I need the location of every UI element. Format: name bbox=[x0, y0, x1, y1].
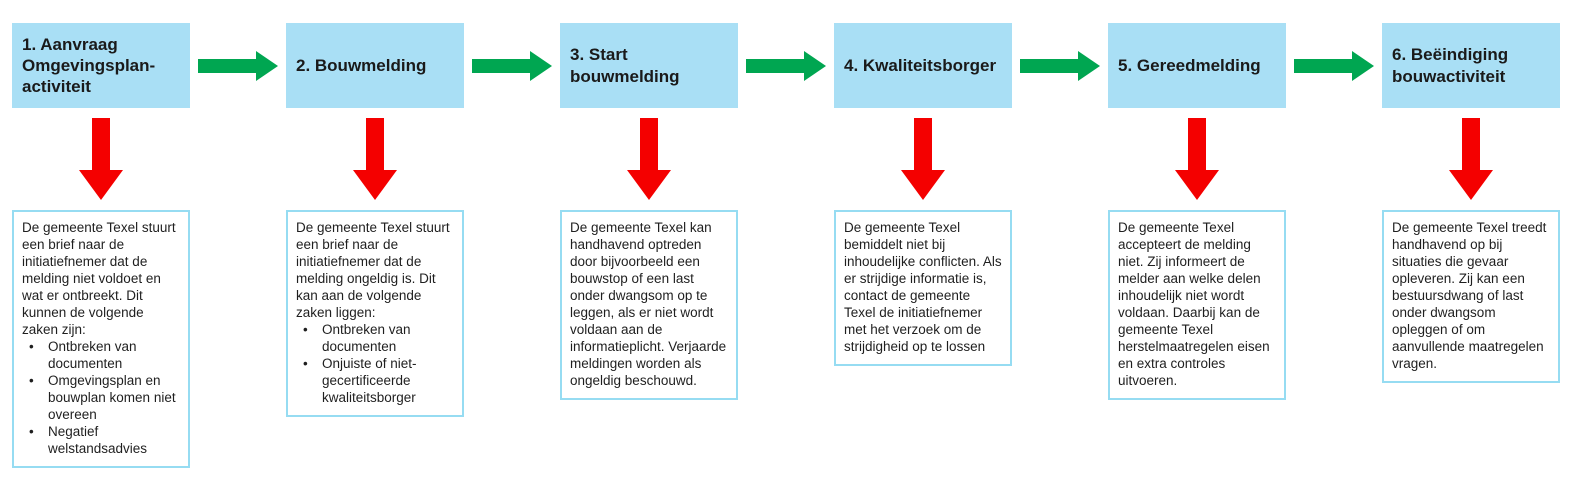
bullet-list: Ontbreken van documenten Onjuiste of nie… bbox=[296, 321, 454, 406]
step-header-label: 6. Beëindiging bouwactiviteit bbox=[1392, 45, 1509, 86]
step-description: De gemeente Texel accepteert de melding … bbox=[1118, 220, 1270, 388]
step-description: De gemeente Texel bemiddelt niet bij inh… bbox=[844, 220, 1002, 354]
step-header-4: 4. Kwaliteitsborger bbox=[834, 23, 1012, 108]
step-column-4: 4. Kwaliteitsborger De gemeente Texel be… bbox=[834, 23, 1012, 366]
step-column-3: 3. Start bouwmelding De gemeente Texel k… bbox=[560, 23, 738, 400]
green-right-arrow-icon bbox=[738, 23, 834, 108]
step-column-1: 1. Aanvraag Omgevingsplan-activiteit De … bbox=[12, 23, 190, 468]
green-right-arrow-icon bbox=[190, 23, 286, 108]
red-down-arrow-icon bbox=[834, 108, 1012, 210]
step-description: De gemeente Texel stuurt een brief naar … bbox=[22, 220, 176, 337]
step-description: De gemeente Texel kan handhavend optrede… bbox=[570, 220, 727, 388]
step-detail-6: De gemeente Texel treedt handhavend op b… bbox=[1382, 210, 1560, 383]
red-down-arrow-icon bbox=[560, 108, 738, 210]
step-header-5: 5. Gereedmelding bbox=[1108, 23, 1286, 108]
bullet-item: Negatief welstandsadvies bbox=[22, 423, 180, 457]
step-detail-2: De gemeente Texel stuurt een brief naar … bbox=[286, 210, 464, 417]
step-description: De gemeente Texel treedt handhavend op b… bbox=[1392, 220, 1547, 371]
step-detail-4: De gemeente Texel bemiddelt niet bij inh… bbox=[834, 210, 1012, 366]
step-header-label: 5. Gereedmelding bbox=[1118, 55, 1261, 75]
process-flowchart: 1. Aanvraag Omgevingsplan-activiteit De … bbox=[0, 0, 1588, 468]
step-detail-1: De gemeente Texel stuurt een brief naar … bbox=[12, 210, 190, 468]
step-column-5: 5. Gereedmelding De gemeente Texel accep… bbox=[1108, 23, 1286, 400]
bullet-item: Ontbreken van documenten bbox=[296, 321, 454, 355]
red-down-arrow-icon bbox=[1382, 108, 1560, 210]
red-down-arrow-icon bbox=[1108, 108, 1286, 210]
step-header-3: 3. Start bouwmelding bbox=[560, 23, 738, 108]
step-header-label: 1. Aanvraag Omgevingsplan-activiteit bbox=[22, 34, 156, 97]
step-column-6: 6. Beëindiging bouwactiviteit De gemeent… bbox=[1382, 23, 1560, 383]
step-detail-3: De gemeente Texel kan handhavend optrede… bbox=[560, 210, 738, 400]
step-header-2: 2. Bouwmelding bbox=[286, 23, 464, 108]
step-column-2: 2. Bouwmelding De gemeente Texel stuurt … bbox=[286, 23, 464, 417]
red-down-arrow-icon bbox=[286, 108, 464, 210]
bullet-list: Ontbreken van documenten Omgevingsplan e… bbox=[22, 338, 180, 457]
step-detail-5: De gemeente Texel accepteert de melding … bbox=[1108, 210, 1286, 400]
bullet-item: Omgevingsplan en bouwplan komen niet ove… bbox=[22, 372, 180, 423]
green-right-arrow-icon bbox=[464, 23, 560, 108]
bullet-item: Onjuiste of niet-gecertificeerde kwalite… bbox=[296, 355, 454, 406]
bullet-item: Ontbreken van documenten bbox=[22, 338, 180, 372]
step-header-label: 2. Bouwmelding bbox=[296, 55, 427, 75]
green-right-arrow-icon bbox=[1012, 23, 1108, 108]
green-right-arrow-icon bbox=[1286, 23, 1382, 108]
step-header-label: 3. Start bouwmelding bbox=[570, 45, 680, 86]
step-header-1: 1. Aanvraag Omgevingsplan-activiteit bbox=[12, 23, 190, 108]
step-description: De gemeente Texel stuurt een brief naar … bbox=[296, 220, 450, 320]
step-header-6: 6. Beëindiging bouwactiviteit bbox=[1382, 23, 1560, 108]
step-header-label: 4. Kwaliteitsborger bbox=[844, 55, 997, 75]
red-down-arrow-icon bbox=[12, 108, 190, 210]
